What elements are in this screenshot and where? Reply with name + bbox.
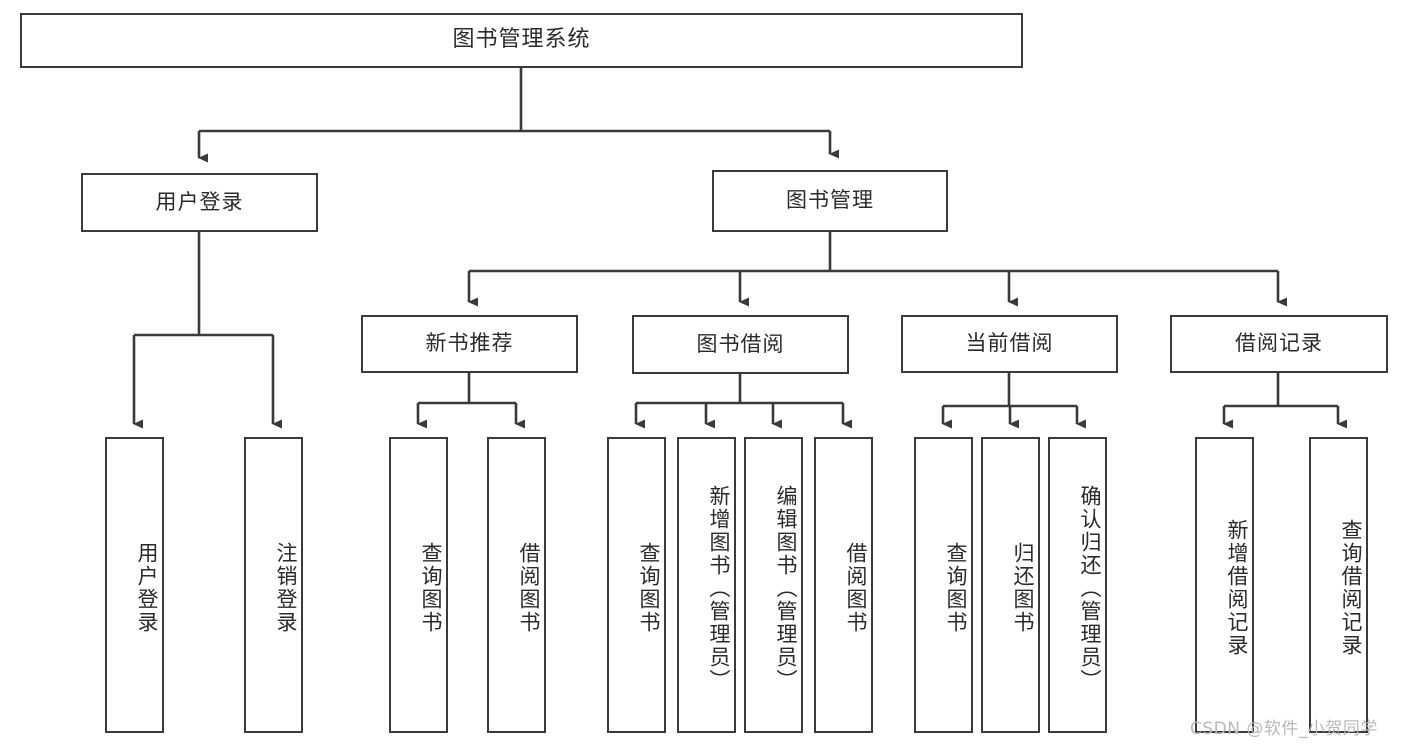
- leaf-new-book-query[interactable]: 查询图书: [389, 437, 448, 733]
- leaf-book-borrow-query[interactable]: 查询图书: [607, 437, 666, 733]
- leaf-book-borrow-add[interactable]: 新增图书（管理员）: [677, 437, 736, 733]
- node-label: 确认归还（管理员）: [1078, 484, 1102, 692]
- watermark-text: CSDN @软件_小贺同学: [1190, 719, 1378, 739]
- node-book-management[interactable]: 图书管理: [712, 170, 948, 232]
- node-label: 图书管理: [786, 188, 874, 213]
- node-label: 查询图书: [419, 542, 443, 634]
- node-user-login[interactable]: 用户登录: [81, 173, 318, 232]
- node-label: 新书推荐: [425, 331, 514, 356]
- leaf-current-borrow-return[interactable]: 归还图书: [981, 437, 1040, 733]
- node-current-borrow[interactable]: 当前借阅: [901, 315, 1118, 373]
- leaf-borrow-record-add[interactable]: 新增借阅记录: [1195, 437, 1254, 733]
- node-label: 当前借阅: [965, 331, 1054, 356]
- leaf-current-borrow-query[interactable]: 查询图书: [914, 437, 973, 733]
- node-label: 用户登录: [135, 542, 159, 634]
- leaf-book-borrow-edit[interactable]: 编辑图书（管理员）: [744, 437, 803, 733]
- node-label: 归还图书: [1011, 542, 1035, 634]
- node-label: 新增借阅记录: [1225, 519, 1249, 657]
- node-label: 编辑图书（管理员）: [774, 484, 798, 692]
- node-label: 借阅记录: [1235, 331, 1323, 356]
- node-label: 用户登录: [155, 189, 244, 214]
- leaf-user-login-signout[interactable]: 注销登录: [244, 437, 303, 733]
- node-label: 注销登录: [274, 542, 298, 634]
- node-label: 借阅图书: [844, 542, 868, 634]
- node-borrow-record[interactable]: 借阅记录: [1170, 315, 1388, 373]
- leaf-borrow-record-query[interactable]: 查询借阅记录: [1309, 437, 1368, 733]
- node-new-book-recommend[interactable]: 新书推荐: [361, 315, 578, 373]
- node-book-borrow[interactable]: 图书借阅: [632, 315, 849, 374]
- node-label: 借阅图书: [517, 542, 541, 634]
- node-label: 查询借阅记录: [1339, 519, 1363, 657]
- leaf-new-book-borrow[interactable]: 借阅图书: [487, 437, 546, 733]
- node-label: 图书借阅: [696, 331, 785, 356]
- node-label: 新增图书（管理员）: [707, 484, 731, 692]
- node-label: 查询图书: [637, 542, 661, 634]
- node-root-system[interactable]: 图书管理系统: [20, 13, 1023, 68]
- node-label: 查询图书: [944, 542, 968, 634]
- leaf-book-borrow-lend[interactable]: 借阅图书: [814, 437, 873, 733]
- leaf-current-borrow-confirm-return[interactable]: 确认归还（管理员）: [1048, 437, 1107, 733]
- node-label: 图书管理系统: [452, 27, 591, 53]
- leaf-user-login-signin[interactable]: 用户登录: [105, 437, 164, 733]
